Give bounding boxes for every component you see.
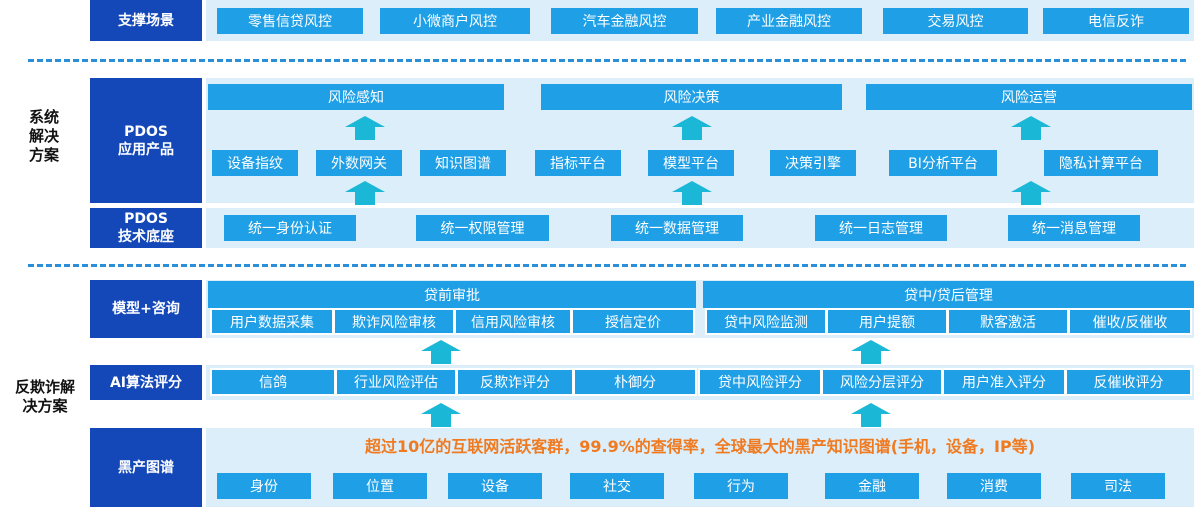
arrow-up-icon <box>1011 116 1051 140</box>
product-bi-platform: BI分析平台 <box>889 150 997 176</box>
pre-loan-item: 用户数据采集 <box>210 308 334 335</box>
graph-item-behavior: 行为 <box>694 473 788 499</box>
post-loan-item: 默客激活 <box>947 308 1069 335</box>
product-device-fingerprint: 设备指纹 <box>212 150 298 176</box>
box-risk-operation: 风险运营 <box>866 84 1192 110</box>
graph-item-social: 社交 <box>570 473 664 499</box>
arrow-up-icon <box>421 340 461 364</box>
product-model-platform: 模型平台 <box>648 150 734 176</box>
divider-middle <box>28 264 1186 267</box>
scene-retail-credit: 零售信贷风控 <box>217 8 363 34</box>
graph-item-identity: 身份 <box>217 473 311 499</box>
scene-smb-merchant: 小微商户风控 <box>380 8 530 34</box>
ai-score-item: 朴御分 <box>573 368 697 396</box>
blackmarket-headline: 超过10亿的互联网活跃客群，99.9%的查得率，全球最大的黑产知识图谱(手机，设… <box>364 437 1036 456</box>
system-solution-label: 系统 解决 方案 <box>28 108 59 164</box>
pre-loan-item: 授信定价 <box>571 308 695 335</box>
ai-score-item: 反催收评分 <box>1065 368 1192 396</box>
ai-score-item: 贷中风险评分 <box>698 368 822 396</box>
model-consulting-label: 模型+咨询 <box>90 280 202 338</box>
ai-score-item: 风险分层评分 <box>821 368 943 396</box>
support-scene-label: 支撑场景 <box>90 0 202 41</box>
post-loan-title: 贷中/贷后管理 <box>703 281 1194 308</box>
arrow-up-icon <box>345 181 385 205</box>
product-knowledge-graph: 知识图谱 <box>420 150 506 176</box>
pdos-apps-label: PDOS 应用产品 <box>90 78 202 203</box>
graph-item-finance: 金融 <box>825 473 919 499</box>
arrow-up-icon <box>345 116 385 140</box>
scene-transaction: 交易风控 <box>883 8 1028 34</box>
blackmarket-graph-label: 黑产图谱 <box>90 428 202 507</box>
post-loan-item: 贷中风险监测 <box>705 308 827 335</box>
box-risk-perception: 风险感知 <box>208 84 504 110</box>
arrow-up-icon <box>421 403 461 427</box>
graph-item-device: 设备 <box>448 473 542 499</box>
product-metrics-platform: 指标平台 <box>535 150 621 176</box>
pre-loan-item: 信用风险审核 <box>454 308 572 335</box>
box-risk-decision: 风险决策 <box>541 84 842 110</box>
scene-auto-finance: 汽车金融风控 <box>551 8 698 34</box>
base-data-mgmt: 统一数据管理 <box>611 215 743 241</box>
product-privacy-computing: 隐私计算平台 <box>1044 150 1158 176</box>
ai-score-item: 用户准入评分 <box>942 368 1066 396</box>
arrow-up-icon <box>672 181 712 205</box>
arrow-up-icon <box>851 403 891 427</box>
ai-score-item: 行业风险评估 <box>335 368 457 396</box>
base-message-mgmt: 统一消息管理 <box>1008 215 1140 241</box>
product-external-data-gateway: 外数网关 <box>316 150 402 176</box>
pre-loan-item: 欺诈风险审核 <box>333 308 455 335</box>
product-decision-engine: 决策引擎 <box>770 150 856 176</box>
pre-loan-title: 贷前审批 <box>208 281 696 308</box>
ai-scoring-label: AI算法评分 <box>90 365 202 400</box>
divider-top <box>28 59 1186 62</box>
support-scene-panel <box>206 0 1194 41</box>
base-permission-mgmt: 统一权限管理 <box>416 215 549 241</box>
ai-score-item: 反欺诈评分 <box>456 368 574 396</box>
arrow-up-icon <box>851 340 891 364</box>
arrow-up-icon <box>672 116 712 140</box>
ai-score-item: 信鸽 <box>210 368 336 396</box>
post-loan-item: 催收/反催收 <box>1068 308 1192 335</box>
graph-item-location: 位置 <box>333 473 427 499</box>
scene-telecom-fraud: 电信反诈 <box>1043 8 1189 34</box>
base-log-mgmt: 统一日志管理 <box>815 215 947 241</box>
post-loan-item: 用户提额 <box>826 308 948 335</box>
scene-industry-finance: 产业金融风控 <box>716 8 862 34</box>
pdos-base-label: PDOS 技术底座 <box>90 208 202 248</box>
anti-fraud-label: 反欺诈解 决方案 <box>14 378 75 415</box>
base-identity-auth: 统一身份认证 <box>224 215 356 241</box>
arrow-up-icon <box>1011 181 1051 205</box>
graph-item-consumption: 消费 <box>947 473 1041 499</box>
graph-item-judicial: 司法 <box>1071 473 1165 499</box>
